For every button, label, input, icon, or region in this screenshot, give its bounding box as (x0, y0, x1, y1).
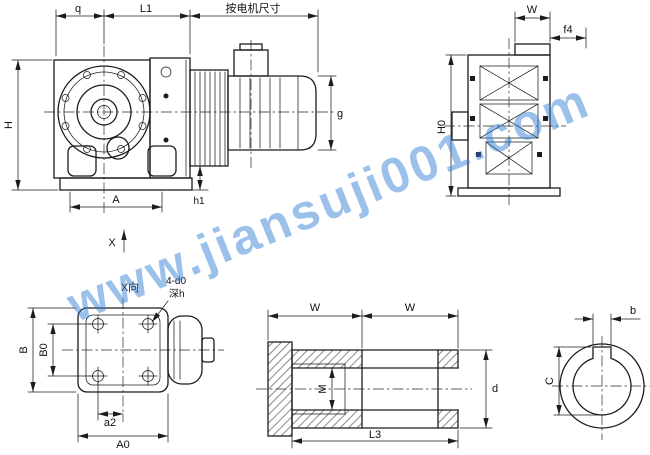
motor-size-note: 按电机尺寸 (226, 1, 281, 15)
dim-label-h0: H0 (436, 120, 448, 134)
dim-label-m: M (317, 384, 329, 393)
dim-label-q: q (75, 3, 81, 15)
side-base (457, 187, 561, 197)
front-view-dimensions: q L1 按电机尺寸 H A h1 g X (3, 1, 343, 253)
holes-label: 4-d0 (166, 276, 186, 287)
dim-label-keyway-b: b (630, 305, 636, 317)
x-view-label: X (108, 237, 116, 249)
dim-label-a0: A0 (116, 439, 129, 451)
dim-label-b0: B0 (38, 343, 50, 356)
motor-body (227, 75, 317, 151)
dim-label-d: d (492, 383, 498, 395)
bore-section-view: b C (544, 305, 650, 440)
dim-label-f4: f4 (563, 24, 572, 36)
x-direction-view: X向 4-d0 深h B B0 a2 A0 (18, 276, 224, 451)
side-view: W f4 H0 (436, 4, 587, 206)
dim-label-l1: L1 (140, 3, 152, 15)
foot-opening-left (67, 145, 97, 177)
output-shaft-bore (90, 98, 118, 126)
foot-opening-right (147, 145, 177, 177)
shaft-section-view: M W W d L3 (256, 302, 498, 449)
dim-label-w-left: W (310, 302, 321, 314)
dim-label-h1: h1 (193, 196, 205, 207)
dim-label-a: A (112, 194, 120, 206)
dim-label-c: C (544, 377, 556, 385)
x-view-title: X向 (121, 280, 139, 294)
dim-label-w-side: W (527, 4, 538, 16)
mounting-feet (59, 177, 193, 191)
bore-with-keyway (572, 346, 632, 416)
dim-label-w-right: W (405, 302, 416, 314)
dim-label-h: H (3, 121, 15, 129)
dim-label-g: g (337, 108, 343, 120)
hole-depth-label: 深h (169, 288, 185, 300)
dim-label-a2: a2 (104, 417, 116, 429)
front-view (44, 40, 334, 216)
dim-label-l3: L3 (369, 429, 381, 441)
shaft-body (291, 349, 459, 429)
dim-label-b-upper: B (18, 346, 30, 353)
